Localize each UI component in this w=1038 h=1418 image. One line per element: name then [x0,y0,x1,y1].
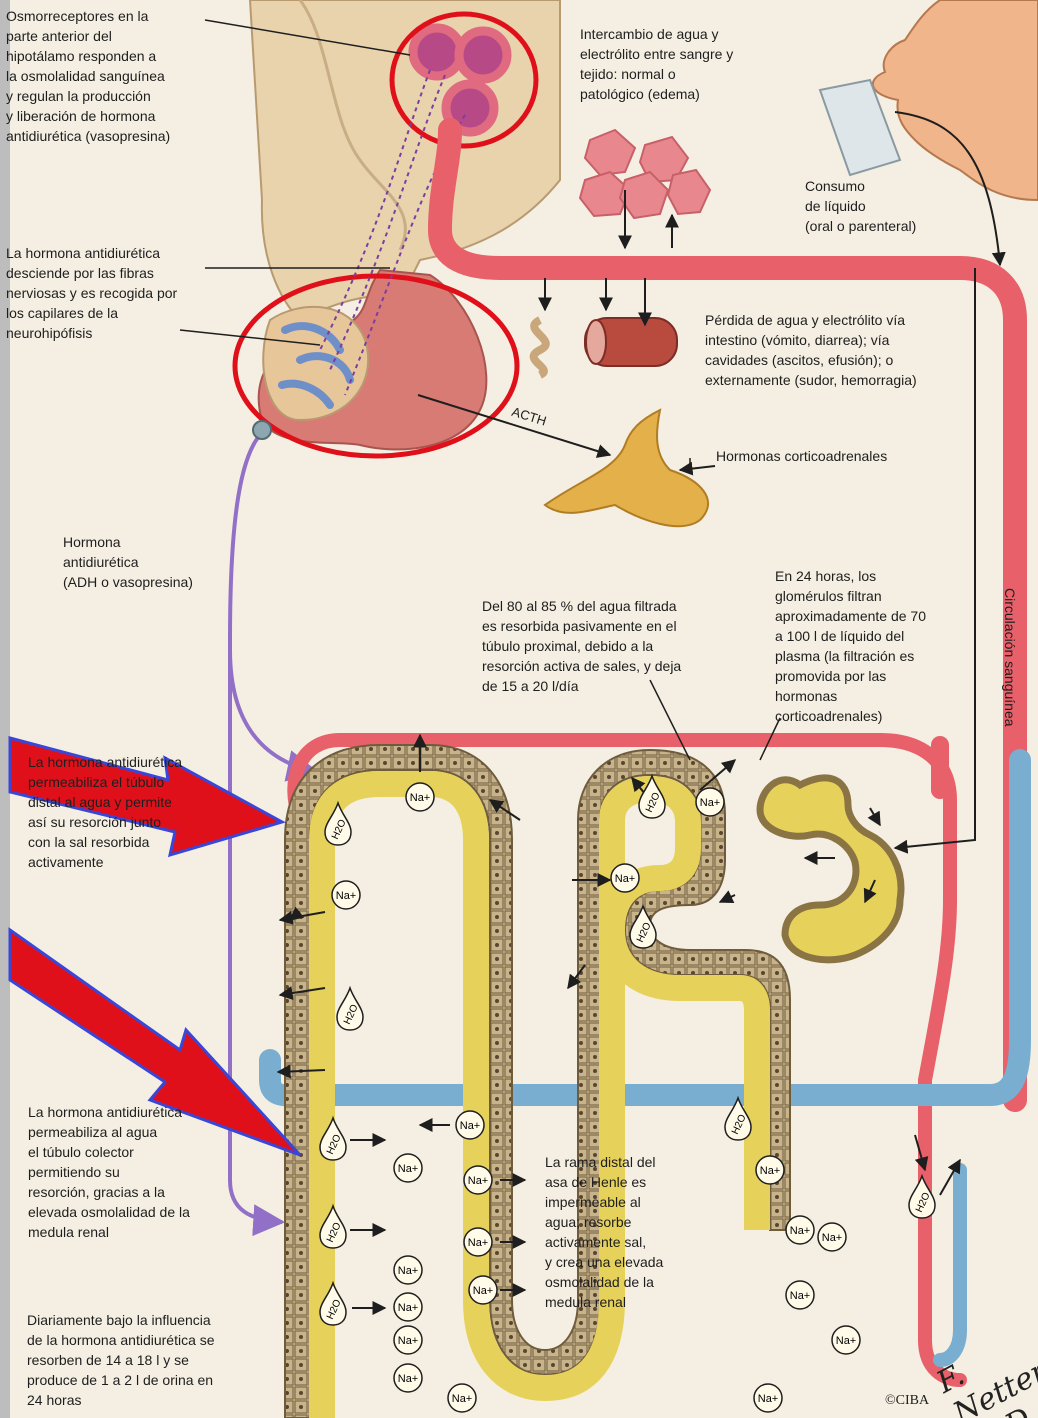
water-drop-marker: H2O [325,803,351,845]
svg-text:Na+: Na+ [398,1302,419,1314]
water-drop-marker: H2O [320,1118,346,1160]
sodium-ion-marker: Na+ [696,788,724,816]
sodium-ion-marker: Na+ [756,1156,784,1184]
sodium-ion-marker: Na+ [394,1326,422,1354]
svg-text:Na+: Na+ [700,797,721,809]
water-drop-marker: H2O [639,776,665,818]
sodium-ion-marker: Na+ [406,783,434,811]
svg-text:Na+: Na+ [460,1120,481,1132]
label-osmoreceptors: Osmorreceptores en la parte anterior del… [6,6,231,146]
sodium-ion-marker: Na+ [464,1166,492,1194]
water-drop-marker: H2O [320,1206,346,1248]
sodium-ion-marker: Na+ [332,881,360,909]
sodium-ion-marker: Na+ [464,1228,492,1256]
svg-text:Na+: Na+ [473,1285,494,1297]
sodium-ion-marker: Na+ [832,1326,860,1354]
sodium-ion-marker: Na+ [394,1293,422,1321]
sodium-ion-marker: Na+ [611,864,639,892]
sodium-ion-marker: Na+ [754,1384,782,1412]
svg-text:Na+: Na+ [790,1225,811,1237]
label-adh-descends: La hormona antidiurética desciende por l… [6,243,236,343]
label-blood-circulation: Circulación sanguínea [1002,588,1018,727]
label-henle-loop: La rama distal del asa de Henle es imper… [545,1152,720,1312]
label-adh: Hormona antidiurética (ADH o vasopresina… [63,532,233,592]
svg-text:Na+: Na+ [468,1237,489,1249]
label-fluid-exchange: Intercambio de agua y electrólito entre … [580,24,790,104]
water-drop-marker: H2O [630,906,656,948]
sodium-ion-marker: Na+ [456,1111,484,1139]
sodium-ion-marker: Na+ [786,1216,814,1244]
water-drop-marker: H2O [909,1176,935,1218]
sodium-ion-marker: Na+ [448,1384,476,1412]
label-corticoadrenal-hormones: Hormonas corticoadrenales [716,446,956,466]
sodium-ion-marker: Na+ [394,1154,422,1182]
sodium-ion-marker: Na+ [394,1256,422,1284]
svg-text:Na+: Na+ [760,1165,781,1177]
label-daily-resorption: Diariamente bajo la influencia de la hor… [27,1310,272,1410]
svg-text:Na+: Na+ [398,1335,419,1347]
label-collecting-duct-permeability: La hormona antidiurética permeabiliza al… [28,1102,228,1242]
sodium-ion-marker: Na+ [469,1276,497,1304]
sodium-ion-marker: Na+ [786,1281,814,1309]
svg-text:Na+: Na+ [336,890,357,902]
sodium-ion-marker: Na+ [818,1223,846,1251]
svg-text:Na+: Na+ [398,1163,419,1175]
svg-text:Na+: Na+ [615,873,636,885]
water-drop-marker: H2O [337,988,363,1030]
svg-text:Na+: Na+ [410,792,431,804]
label-fluid-loss: Pérdida de agua y electrólito vía intest… [705,310,975,390]
label-distal-tubule-permeability: La hormona antidiurética permeabiliza el… [28,752,228,872]
svg-text:Na+: Na+ [836,1335,857,1347]
sodium-ion-marker: Na+ [394,1364,422,1392]
copyright: ©CIBA [885,1393,929,1409]
svg-text:Na+: Na+ [398,1373,419,1385]
svg-text:Na+: Na+ [758,1393,779,1405]
label-proximal-resorption: Del 80 al 85 % del agua filtrada es reso… [482,596,752,696]
svg-text:Na+: Na+ [790,1290,811,1302]
svg-text:Na+: Na+ [452,1393,473,1405]
svg-text:Na+: Na+ [822,1232,843,1244]
label-glomerular-filtration: En 24 horas, los glomérulos filtran apro… [775,566,975,726]
svg-text:Na+: Na+ [398,1265,419,1277]
water-drop-marker: H2O [725,1098,751,1140]
label-fluid-intake: Consumo de líquido (oral o parenteral) [805,176,955,236]
svg-text:Na+: Na+ [468,1175,489,1187]
water-drop-marker: H2O [320,1283,346,1325]
